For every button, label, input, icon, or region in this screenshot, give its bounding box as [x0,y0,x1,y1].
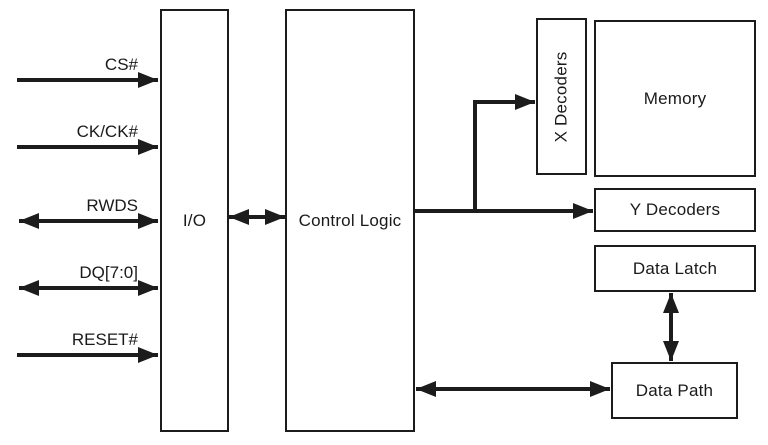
block-io-label: I/O [182,210,207,230]
block-control-logic-label: Control Logic [298,210,402,230]
block-data-path-label: Data Path [635,380,714,400]
signal-label-reset: RESET# [71,330,138,349]
signal-label-rwds: RWDS [86,196,138,215]
block-y-decoders-label: Y Decoders [629,200,721,219]
signal-label-cs: CS# [104,55,138,74]
block-control-logic: Control Logic [285,9,415,432]
block-data-latch: Data Latch [594,245,756,292]
block-x-decoders: X Decoders [536,18,587,175]
block-x-decoders-label: X Decoders [551,51,571,142]
block-memory-label: Memory [643,88,707,108]
signal-label-ck: CK/CK# [76,122,138,141]
signal-label-dq: DQ[7:0] [79,263,138,282]
block-memory: Memory [594,20,756,177]
block-data-path: Data Path [611,362,738,419]
block-data-latch-label: Data Latch [632,258,718,278]
block-y-decoders: Y Decoders [594,188,756,232]
block-io: I/O [160,9,229,432]
arrow-control-logic-x-decoders [473,94,535,213]
